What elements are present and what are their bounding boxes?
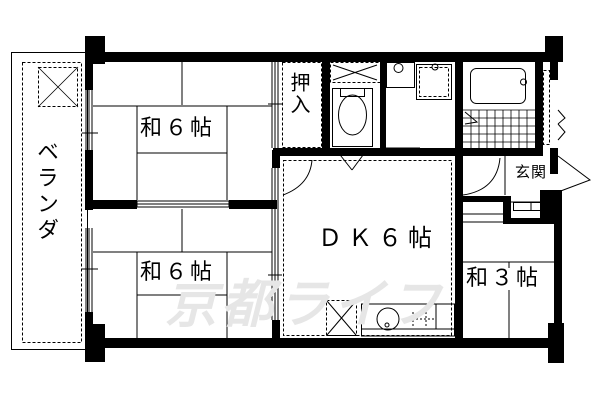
- room-label-oshiire: 押入: [287, 72, 311, 116]
- room-label-entrance: 玄関: [515, 163, 548, 181]
- room-label-washitsu-upper: 和６帖: [140, 116, 216, 141]
- closet: [282, 62, 322, 148]
- room-label-balcony: ベランダ: [33, 140, 58, 244]
- dining-kitchen: [282, 159, 455, 337]
- bathroom: [463, 68, 566, 148]
- tatami-lines: [93, 62, 554, 338]
- room-label-dk: ＤＫ６帖: [318, 224, 438, 252]
- room-label-washitsu-small: 和３帖: [466, 266, 542, 291]
- walls: [85, 36, 564, 363]
- room-label-washitsu-lower: 和６帖: [140, 260, 216, 285]
- washroom: [386, 62, 455, 153]
- toilet: [330, 62, 381, 171]
- entrance-area: [462, 155, 592, 211]
- windows: [82, 62, 282, 320]
